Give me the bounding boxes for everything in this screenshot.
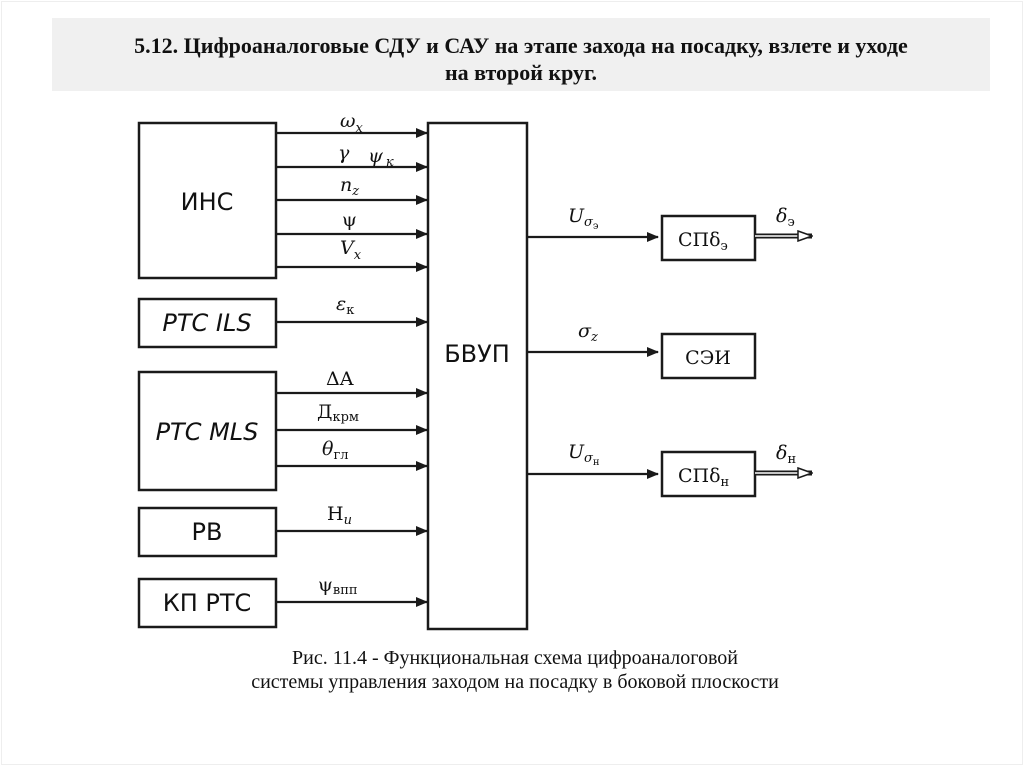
title-line-2: на второй круг. [444,60,598,85]
caption-line-2: системы управления заходом на посадку в … [251,671,779,693]
source-block-ins: ИНС [137,121,278,280]
signal-label: ωx [340,110,364,136]
source-label-kp-rts: КП РТС [163,589,252,617]
source-label-rts-mls: PTC MLS [156,418,259,446]
slide-header: 5.12. Цифроаналоговые СДУ и САУ на этапе… [52,18,990,91]
signal-label: δн [776,442,796,467]
output-block-label: СПδн [678,465,729,490]
output-block-label: СЭИ [685,347,731,369]
central-block-label: БВУП [444,340,510,368]
signal-label: Uσэ [568,205,599,232]
signal-label: ψ [342,209,357,231]
signal-label: δэ [776,205,795,230]
signal-label: Hи [327,503,352,528]
signal-label: Vx [340,237,362,263]
caption-line-1: Рис. 11.4 - Функциональная схема цифроан… [292,647,738,669]
signal-label: εк [336,293,354,318]
signal-label: θгл [322,438,349,463]
output-block-sp-elevator [660,214,757,262]
source-block-rts-mls: PTC MLS [137,370,278,492]
central-block-bvup: БВУП [426,121,529,631]
signal-label: γ [338,142,350,164]
output-signals: Uσэ СПδэ δэ σz СЭИ Uσн СПδн δн [527,205,812,498]
signal-label: nz [340,174,359,199]
source-block-rts-ils: PTC ILS [137,297,278,349]
signal-label: Дкрм [317,401,359,425]
output-block-label: СПδэ [678,229,728,254]
signal-label: ΔA [326,368,354,390]
slide-title: 5.12. Цифроаналоговые СДУ и САУ на этапе… [52,32,990,86]
source-block-kp-rts: КП РТС [137,577,278,629]
signal-label: ψвпп [318,574,358,598]
source-label-rv: PB [192,518,223,546]
signal-label: σz [578,320,598,345]
source-block-rv: PB [137,506,278,558]
source-label-rts-ils: PTC ILS [162,309,251,337]
title-line-1: 5.12. Цифроаналоговые СДУ и САУ на этапе… [134,33,908,58]
figure-caption: Рис. 11.4 - Функциональная схема цифроан… [150,646,880,694]
source-label-ins: ИНС [181,188,234,216]
signal-label: Uσн [568,441,600,468]
output-block-sei [660,332,757,380]
